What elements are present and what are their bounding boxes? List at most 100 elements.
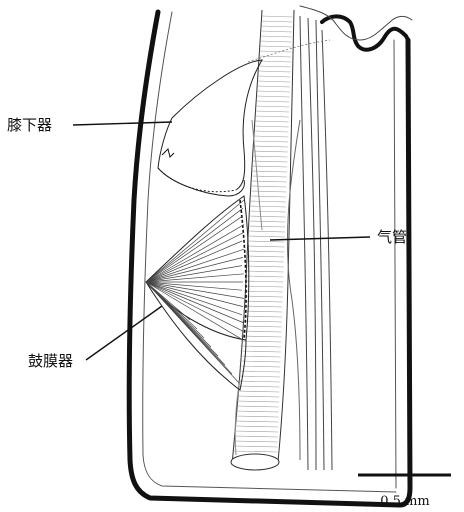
trachea-hatch-line (239, 371, 280, 372)
trachea-hatch-line (237, 396, 279, 397)
trachea-hatch-line (244, 296, 283, 297)
trachea-hatch-line (261, 36, 292, 37)
tympanal-fibre (146, 249, 244, 282)
trachea-hatch-line (241, 331, 281, 332)
trachea-hatch-line (236, 416, 279, 417)
trachea-hatch-line (249, 216, 286, 217)
trachea-hatch-line (253, 156, 288, 157)
tympanal-fibre (146, 274, 244, 282)
trachea-hatch-line (254, 131, 288, 132)
subgenual-organ (158, 60, 262, 196)
trachea-hatch-line (256, 101, 289, 102)
trachea-hatch-line (250, 206, 286, 207)
trachea-hatch-line (254, 136, 288, 137)
trachea-hatch-line (255, 116, 289, 117)
trachea-hatch-line (248, 231, 285, 232)
trachea-hatch-line (247, 251, 285, 252)
trachea-hatch-line (250, 196, 286, 197)
trachea-hatch-line (243, 301, 282, 302)
trachea-hatch-line (242, 321, 282, 322)
leg-wall-right-inner (394, 40, 396, 488)
trachea-hatch-line (234, 441, 277, 442)
trachea-hatch-line (246, 266, 284, 267)
tympanal-fibre (146, 282, 242, 339)
trachea-hatch-line (258, 71, 290, 72)
tympanal-fibre (146, 233, 243, 282)
trachea-hatch-line (244, 291, 283, 292)
trachea-hatch-line (260, 46, 291, 47)
trachea-hatch-line (237, 406, 279, 407)
tympanal-organ (146, 196, 249, 390)
trachea-hatch-line (236, 411, 279, 412)
leader-subgenual (73, 122, 172, 125)
trachea-hatch-line (241, 341, 281, 342)
trachea-hatch-line (257, 86, 290, 87)
trachea-hatch-line (255, 121, 289, 122)
trachea-hatch-line (253, 161, 288, 162)
trachea-hatch-line (245, 276, 283, 277)
trachea-hatch-line (242, 316, 282, 317)
trachea-hatch-line (262, 16, 292, 17)
trachea-hatch-line (240, 356, 281, 357)
trachea-hatch-line (258, 76, 290, 77)
trachea-hatch-line (246, 261, 284, 262)
label-subgenual-organ: 膝下器 (7, 116, 52, 134)
trachea-hatch-line (257, 91, 290, 92)
label-trachea: 气管 (377, 228, 407, 246)
tympanal-fibre (146, 282, 244, 323)
trachea-hatch-line (238, 391, 280, 392)
trachea-hatch-line (255, 126, 289, 127)
trachea-hatch-line (235, 426, 278, 427)
label-tympanal-organ: 鼓膜器 (28, 352, 73, 370)
trachea-hatch-line (243, 311, 282, 312)
trachea-hatch-line (240, 351, 281, 352)
trachea-hatch-line (248, 226, 285, 227)
tympanal-fibre (146, 216, 242, 282)
trachea-hatch-line (245, 281, 284, 282)
trachea-hatch-line (262, 21, 293, 22)
trachea-hatch-line (251, 181, 287, 182)
trachea-hatch-line (253, 146, 287, 147)
leg-wall-left-inner (143, 12, 396, 492)
leader-tympanal (86, 306, 162, 360)
trachea-hatch-line (260, 51, 292, 52)
trachea-hatch-line (234, 446, 278, 447)
trachea-hatch-line (237, 401, 279, 402)
leg-joint-fold (322, 16, 408, 49)
trachea-hatch-line (235, 436, 278, 437)
trachea-hatch-line (261, 31, 292, 32)
trachea-hatch-line (239, 361, 280, 362)
trachea-hatch-line (235, 431, 278, 432)
trachea-hatch-line (253, 151, 288, 152)
leader-lines (73, 122, 370, 360)
longitudinal-lines (287, 16, 332, 470)
trachea-hatch-line (249, 221, 286, 222)
tympanal-fibre (146, 282, 242, 315)
trachea-hatch-line (248, 236, 285, 237)
trachea-hatch-line (238, 386, 280, 387)
trachea-hatch-line (260, 41, 291, 42)
trachea-hatch-line (250, 201, 286, 202)
trachea-hatch-line (240, 346, 281, 347)
trachea-hatch-line (251, 191, 287, 192)
trachea-hatch-line (245, 271, 283, 272)
trachea-hatch-line (247, 246, 284, 247)
scale-bar-label: 0.5 mm (380, 494, 429, 509)
trachea-hatch-line (259, 66, 291, 67)
trachea-hatch-line (238, 376, 279, 377)
trachea-hatch-line (254, 141, 288, 142)
tympanal-fibre (146, 282, 239, 383)
trachea-hatch-line (236, 421, 279, 422)
trachea-hatch-line (244, 286, 283, 287)
trachea-hatch-line (256, 111, 289, 112)
trachea-hatch-line (234, 451, 278, 452)
trachea-hatch-line (238, 381, 280, 382)
leg-wall (129, 6, 412, 505)
trachea-hatch-line (258, 81, 290, 82)
trachea-hatch-line (243, 306, 282, 307)
trachea-hatch-line (239, 366, 280, 367)
trachea-hatch-line (251, 186, 287, 187)
trachea-hatch-line (261, 26, 292, 27)
